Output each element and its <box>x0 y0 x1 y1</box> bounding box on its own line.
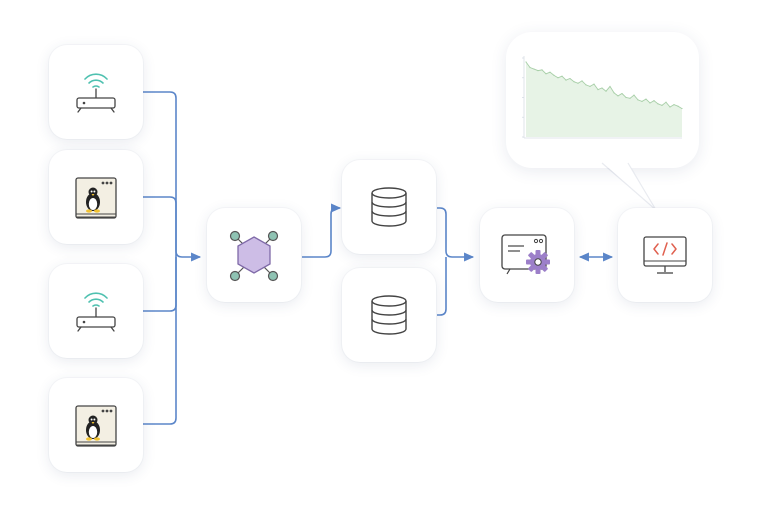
chart-point <box>653 100 655 102</box>
chart-point <box>525 61 527 63</box>
chart-area-series <box>526 62 682 137</box>
chart-point <box>681 107 683 110</box>
chart-point <box>581 80 583 82</box>
code-monitor-icon <box>643 236 687 274</box>
chart-point <box>541 69 543 71</box>
chart-point <box>533 68 535 70</box>
node-linux-server-2[interactable] <box>49 378 143 472</box>
chart-point <box>577 82 579 84</box>
node-router-2[interactable] <box>49 264 143 358</box>
node-database-2[interactable] <box>342 268 436 362</box>
chart-point <box>573 81 575 83</box>
node-database-1[interactable] <box>342 160 436 254</box>
chart-point <box>661 104 663 106</box>
chart-point <box>605 90 607 92</box>
chart-point <box>625 96 627 99</box>
edge-linux-server-2-to-collector <box>143 257 177 425</box>
chart-point <box>629 97 631 99</box>
chart-point <box>557 77 559 79</box>
chart-plot-area <box>522 56 683 139</box>
edge-router-2-to-collector <box>143 257 177 312</box>
chart-point <box>565 79 567 81</box>
chart-point <box>569 77 571 80</box>
chart-point <box>601 87 603 89</box>
node-dashboard[interactable] <box>618 208 712 302</box>
chart-point <box>657 103 659 105</box>
chart-point <box>529 66 531 69</box>
chart-point <box>621 92 623 95</box>
chart-line-series <box>525 61 683 109</box>
chart-point <box>637 99 639 101</box>
hexagon-network-icon <box>229 230 279 282</box>
chart-point <box>633 94 635 96</box>
chart-point <box>649 102 651 104</box>
chart-point <box>665 101 667 103</box>
linux-server-icon <box>75 405 117 447</box>
chart-callout <box>506 32 699 168</box>
chart-point <box>673 104 675 106</box>
database-icon <box>371 295 407 335</box>
chart-point <box>585 84 587 86</box>
server-gear-icon <box>501 234 550 275</box>
node-router-1[interactable] <box>49 45 143 139</box>
chart-point <box>645 98 647 100</box>
edge-database-1-to-processing <box>437 207 475 262</box>
chart-point <box>641 100 643 103</box>
chart-point <box>617 95 619 97</box>
chart-point <box>549 71 551 73</box>
wifi-router-icon <box>76 292 116 332</box>
database-icon <box>371 187 407 227</box>
node-linux-server-1[interactable] <box>49 150 143 244</box>
chart-point <box>669 106 671 108</box>
chart-point <box>609 85 611 88</box>
wifi-router-icon <box>76 73 116 113</box>
chart-point <box>553 74 555 76</box>
chart-point <box>593 83 595 85</box>
chart-point <box>589 85 591 88</box>
edge-linux-server-1-to-collector <box>143 196 177 257</box>
linux-server-icon <box>75 177 117 219</box>
edge-database-2-to-processing <box>437 257 447 316</box>
edge-router-1-to-collector <box>143 91 202 262</box>
chart-point <box>537 70 539 72</box>
chart-point <box>677 105 679 107</box>
edge-collector-to-database-1 <box>302 203 342 258</box>
node-collector[interactable] <box>207 208 301 302</box>
node-processing-server[interactable] <box>480 208 574 302</box>
chart-point <box>545 73 547 75</box>
chart-point <box>613 92 615 94</box>
chart-point <box>561 75 563 77</box>
chart-point <box>597 89 599 91</box>
